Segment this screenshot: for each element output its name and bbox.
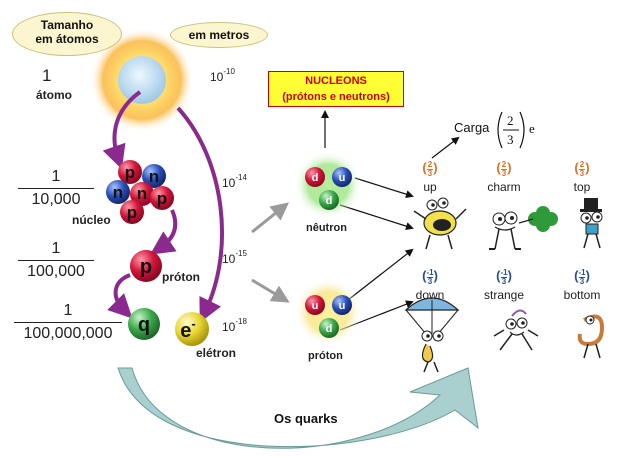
proton-ball — [130, 250, 162, 282]
nucleus-label: núcleo — [72, 213, 111, 227]
charge-unit: e — [529, 121, 535, 136]
electron-ball — [175, 312, 209, 346]
scale-fraction-proton: 1 100,000 — [18, 240, 94, 281]
arrow-neutron-u-to-up — [354, 177, 414, 199]
quark-ball — [128, 308, 160, 340]
quark-character-strange — [493, 309, 539, 351]
proton-d-quark — [319, 318, 339, 338]
quark-character-down — [404, 297, 460, 373]
nucleons-line2: (prótons e neutrons) — [282, 91, 390, 103]
charge-denominator: 3 — [507, 132, 514, 147]
quark-name-up: up — [423, 180, 437, 194]
nucleus-n-3: n — [137, 184, 147, 203]
quark-symbol: q — [138, 314, 150, 336]
quark-character-up — [413, 197, 467, 250]
fraction-nucleus-num: 1 — [51, 168, 61, 185]
nucleus-p-1: p — [125, 163, 135, 182]
quark-name-bottom: bottom — [563, 288, 601, 302]
fraction-proton-num: 1 — [51, 240, 61, 257]
fraction-nucleus-den: 10,000 — [31, 191, 81, 208]
proton-d-label: d — [326, 323, 333, 335]
exponent-nucleus: 10-14 — [222, 173, 247, 190]
size-atoms-line1: Tamanho — [40, 18, 94, 32]
quarks-caption: Os quarks — [274, 411, 338, 426]
charge-paren-left — [497, 111, 503, 149]
big-curved-arrow — [117, 367, 479, 449]
exponent-proton: 10-15 — [222, 249, 247, 266]
quark-character-top — [580, 198, 603, 249]
size-atoms-bubble: Tamanho em átomos — [12, 12, 122, 56]
arrow-up-to-charge — [431, 136, 460, 159]
proton-u2-quark — [332, 295, 352, 315]
nucleus-p-3: p — [127, 203, 137, 222]
proton-glow — [294, 278, 362, 346]
in-meters-bubble: em metros — [170, 22, 268, 48]
size-atoms-line2: em átomos — [35, 32, 99, 46]
arrow-to-proton — [251, 278, 290, 303]
proton-symbol: p — [140, 256, 152, 278]
scale-fraction-nucleus: 1 10,000 — [18, 168, 94, 209]
atom-label: átomo — [36, 88, 72, 102]
nucleus-cluster — [106, 160, 174, 224]
arrow-proton-u-to-up — [347, 248, 414, 301]
electron-label: elétron — [196, 346, 237, 360]
in-meters-label: em metros — [188, 28, 250, 42]
nucleus-p-2: p — [157, 189, 167, 208]
scale-fraction-quark: 1 100,000,000 — [14, 302, 122, 343]
atom-core — [118, 56, 166, 104]
nucleus-n-1: n — [149, 167, 159, 186]
fraction-quark-num: 1 — [63, 302, 73, 319]
proton2-label: próton — [308, 350, 343, 362]
charge-label: Carga — [454, 120, 490, 135]
quark-name-strange: strange — [483, 288, 525, 302]
proton-u2-label: u — [339, 300, 346, 312]
quark-name-down: down — [415, 288, 445, 302]
neutron-label: nêutron — [306, 222, 347, 234]
nucleons-line1: NUCLEONS — [305, 75, 367, 87]
electron-symbol: e- — [180, 316, 195, 342]
arrow-atom-to-nucleus — [102, 90, 142, 170]
quark-character-charm — [489, 206, 558, 250]
charge-numerator: 2 — [507, 113, 514, 128]
neutron-d2-label: d — [326, 195, 333, 207]
nucleons-box: NUCLEONS (prótons e neutrons) — [268, 71, 404, 107]
exponent-quark: 10-18 — [222, 317, 247, 334]
neutron-d-quark — [305, 167, 325, 187]
arrow-to-neutron — [251, 202, 290, 234]
fraction-quark-den: 100,000,000 — [23, 325, 113, 342]
proton-u-quark — [305, 295, 325, 315]
quark-name-charm: charm — [487, 180, 521, 194]
exponent-atom: 10-10 — [210, 67, 235, 84]
nucleus-n-2: n — [113, 183, 123, 202]
proton-u-label: u — [312, 300, 319, 312]
arrow-atom-to-electron — [176, 106, 225, 323]
neutron-d2-quark — [319, 190, 339, 210]
fraction-proton-den: 100,000 — [27, 263, 85, 280]
quark-name-top: top — [573, 180, 591, 194]
charge-paren-right — [519, 111, 525, 149]
quark-character-bottom — [577, 314, 605, 359]
neutron-d-label: d — [312, 172, 319, 184]
neutron-u-label: u — [339, 172, 346, 184]
proton-label: próton — [162, 270, 200, 284]
arrow-nucleus-to-proton — [150, 209, 178, 255]
neutron-u-quark — [332, 167, 352, 187]
arrow-proton-to-quark — [107, 273, 133, 319]
scale-atom-number: 1 — [42, 66, 52, 85]
